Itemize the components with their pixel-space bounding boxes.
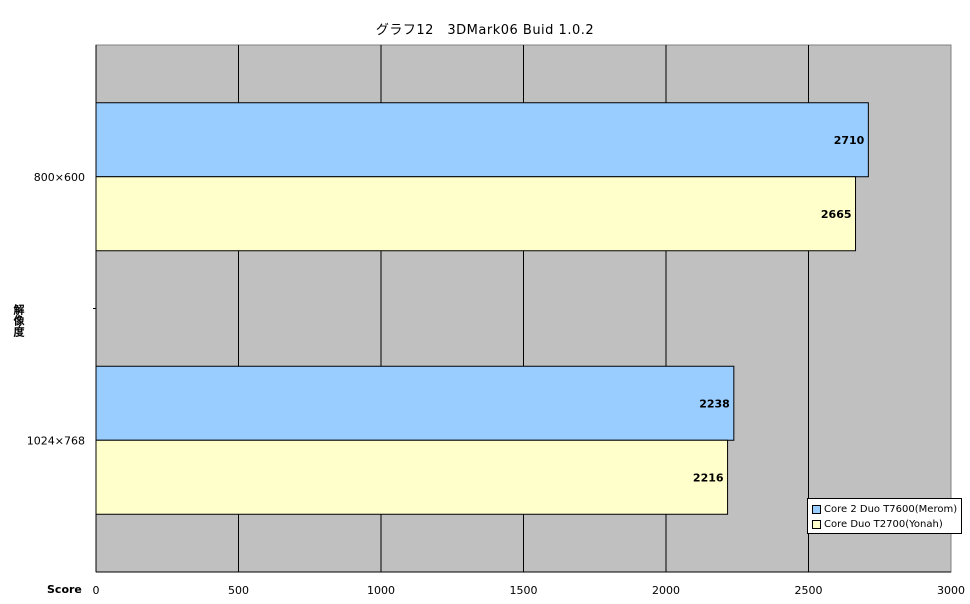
x-axis-title: Score [47, 583, 82, 596]
x-tick-label: 500 [228, 584, 249, 597]
x-tick-label: 2500 [795, 584, 823, 597]
x-tick-label: 0 [93, 584, 100, 597]
y-tick-label: 800×600 [34, 171, 85, 184]
bar-data-label: 2665 [821, 208, 852, 221]
legend-label-series-1: Core 2 Duo T7600(Merom) [824, 504, 958, 515]
bar [95, 365, 735, 441]
y-tick-label: 1024×768 [27, 434, 85, 447]
chart-title: グラフ12 3DMark06 Buid 1.0.2 [375, 23, 595, 38]
legend-swatch-series-2 [812, 520, 821, 529]
legend: Core 2 Duo T7600(Merom) Core Duo T2700(Y… [807, 498, 962, 534]
bar [95, 176, 857, 252]
x-tick-label: 1500 [510, 584, 538, 597]
legend-swatch-series-1 [812, 505, 821, 514]
y-axis-title: 解像度 [12, 303, 25, 337]
legend-label-series-2: Core Duo T2700(Yonah) [824, 519, 943, 530]
bar-data-label: 2710 [834, 134, 865, 147]
bar [95, 102, 869, 178]
legend-item-series-2: Core Duo T2700(Yonah) [812, 517, 961, 532]
x-tick-label: 1000 [367, 584, 395, 597]
bar-data-label: 2216 [693, 471, 724, 484]
x-tick-label: 3000 [937, 584, 965, 597]
bar [95, 439, 729, 515]
bar-data-label: 2238 [699, 397, 730, 410]
legend-item-series-1: Core 2 Duo T7600(Merom) [812, 502, 961, 517]
x-tick-label: 2000 [652, 584, 680, 597]
